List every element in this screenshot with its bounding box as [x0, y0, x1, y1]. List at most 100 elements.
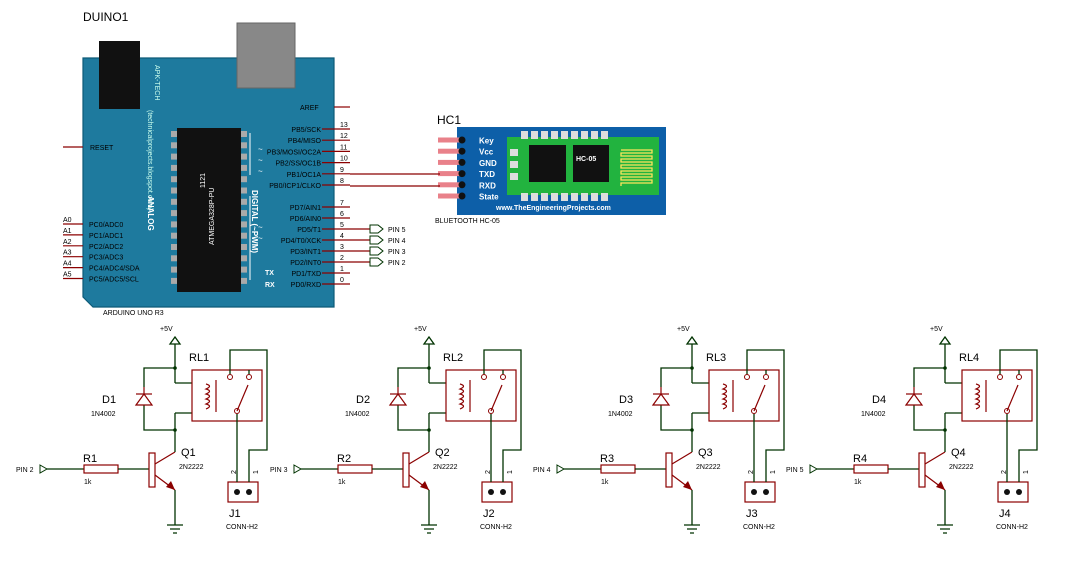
bt-ref-label: HC1	[437, 113, 461, 127]
connector-pin	[500, 489, 506, 495]
resistor-body[interactable]	[853, 464, 889, 474]
pin-output-label: PIN 4	[388, 238, 406, 245]
pwm-tilde: ~	[258, 145, 263, 154]
chip-pin	[241, 277, 247, 284]
junction-dot	[690, 428, 694, 432]
supply-arrow	[168, 335, 182, 383]
digital-pin-number: 5	[340, 222, 344, 229]
bt-pad	[591, 193, 598, 201]
arduino-uno-board[interactable]: DUINO1 APK-TECH (technicalprojects.blogs…	[63, 10, 406, 317]
pwm-tilde: ~	[258, 156, 263, 165]
input-label: PIN 5	[786, 467, 804, 474]
chip-pin	[171, 176, 177, 183]
pin-output-terminal[interactable]	[369, 224, 384, 234]
relay-coil	[204, 383, 211, 410]
bt-chip-1	[529, 145, 566, 182]
input-terminal[interactable]	[39, 464, 49, 474]
connector-label: J3	[746, 508, 758, 520]
diode-body[interactable]	[388, 392, 408, 406]
digital-pin-number: 1	[340, 266, 344, 273]
resistor-value: 1k	[854, 479, 862, 486]
connector-pin	[1004, 489, 1010, 495]
chip-pin	[171, 210, 177, 217]
connector-pin	[234, 489, 240, 495]
digital-pin-name: PD1/TXD	[291, 271, 321, 278]
connector-body[interactable]	[227, 481, 259, 503]
chip-pin	[241, 255, 247, 262]
input-label: PIN 2	[16, 467, 34, 474]
chip-pin	[241, 142, 247, 149]
diode-body[interactable]	[904, 392, 924, 406]
relay-contact-no	[1016, 374, 1022, 380]
chip-pin	[171, 187, 177, 194]
bt-pin-body[interactable]	[438, 159, 460, 165]
transistor-base-bar[interactable]	[918, 452, 926, 488]
connector-type: CONN-H2	[743, 524, 775, 531]
connector-pin2-label: 2	[231, 470, 238, 474]
digital-pin-number: 3	[340, 244, 344, 251]
arduino-ref-label: DUINO1	[83, 10, 129, 24]
input-terminal[interactable]	[556, 464, 566, 474]
resistor-body[interactable]	[600, 464, 636, 474]
input-terminal[interactable]	[293, 464, 303, 474]
pin-output-terminal[interactable]	[369, 246, 384, 256]
relay-coil	[974, 383, 981, 410]
diode-label: D3	[619, 394, 633, 406]
relay-contact-no	[763, 374, 769, 380]
pwm-tilde: ~	[258, 223, 263, 232]
pwm-markers: ~~~~~	[258, 145, 263, 243]
chip-top-text: 1121	[200, 173, 207, 188]
transistor-base-bar[interactable]	[148, 452, 156, 488]
relay-coil	[721, 383, 728, 410]
resistor-body[interactable]	[337, 464, 373, 474]
bt-pin-body[interactable]	[438, 182, 460, 188]
relay-nc-wire	[746, 349, 785, 470]
resistor-value: 1k	[84, 479, 92, 486]
chip-pin	[171, 198, 177, 205]
input-terminal[interactable]	[809, 464, 819, 474]
diode-body[interactable]	[134, 392, 154, 406]
digital-pin-name: PB5/SCK	[291, 127, 321, 134]
junction-dot	[943, 428, 947, 432]
connector-pin	[1016, 489, 1022, 495]
bt-pad	[541, 193, 548, 201]
atmega-chip	[177, 128, 241, 292]
bt-pin-body[interactable]	[438, 193, 460, 199]
diode-body[interactable]	[651, 392, 671, 406]
bt-pad	[581, 193, 588, 201]
bt-pin-body[interactable]	[438, 171, 460, 177]
connector-body[interactable]	[481, 481, 513, 503]
chip-pin	[241, 198, 247, 205]
connector-leads	[490, 470, 504, 482]
pin-output-terminal[interactable]	[369, 235, 384, 245]
reset-label: RESET	[90, 145, 114, 152]
transistor-emitter-arrow	[420, 481, 429, 490]
transistor-collector-leg	[671, 451, 693, 465]
analog-net-label: A0	[63, 217, 72, 224]
bt-pin-body[interactable]	[438, 137, 460, 143]
ground-symbol	[937, 524, 953, 534]
transistor-base-bar[interactable]	[665, 452, 673, 488]
supply-label: +5V	[414, 326, 427, 333]
transistor-base-bar[interactable]	[402, 452, 410, 488]
digital-pin-name: PD2/INT0	[290, 260, 321, 267]
bt-pin-body[interactable]	[438, 148, 460, 154]
pwm-tilde: ~	[258, 234, 263, 243]
connector-body[interactable]	[997, 481, 1029, 503]
digital-pin-number: 6	[340, 211, 344, 218]
pin-output-terminal[interactable]	[369, 257, 384, 267]
supply-label: +5V	[160, 326, 173, 333]
digital-pin-number: 8	[340, 178, 344, 185]
transistor-type: 2N2222	[696, 464, 721, 471]
resistor-body[interactable]	[83, 464, 119, 474]
resistor-label: R1	[83, 453, 97, 465]
diode-type: 1N4002	[608, 411, 633, 418]
junction-dot	[427, 428, 431, 432]
connector-body[interactable]	[744, 481, 776, 503]
bt-pin-dot	[458, 192, 466, 200]
resistor-value: 1k	[601, 479, 609, 486]
bt-pad	[561, 131, 568, 139]
bluetooth-hc05-module[interactable]: HC1 HC-05 www.TheEngineeringProjects.com…	[435, 113, 666, 225]
pin-output-label: PIN 5	[388, 227, 406, 234]
